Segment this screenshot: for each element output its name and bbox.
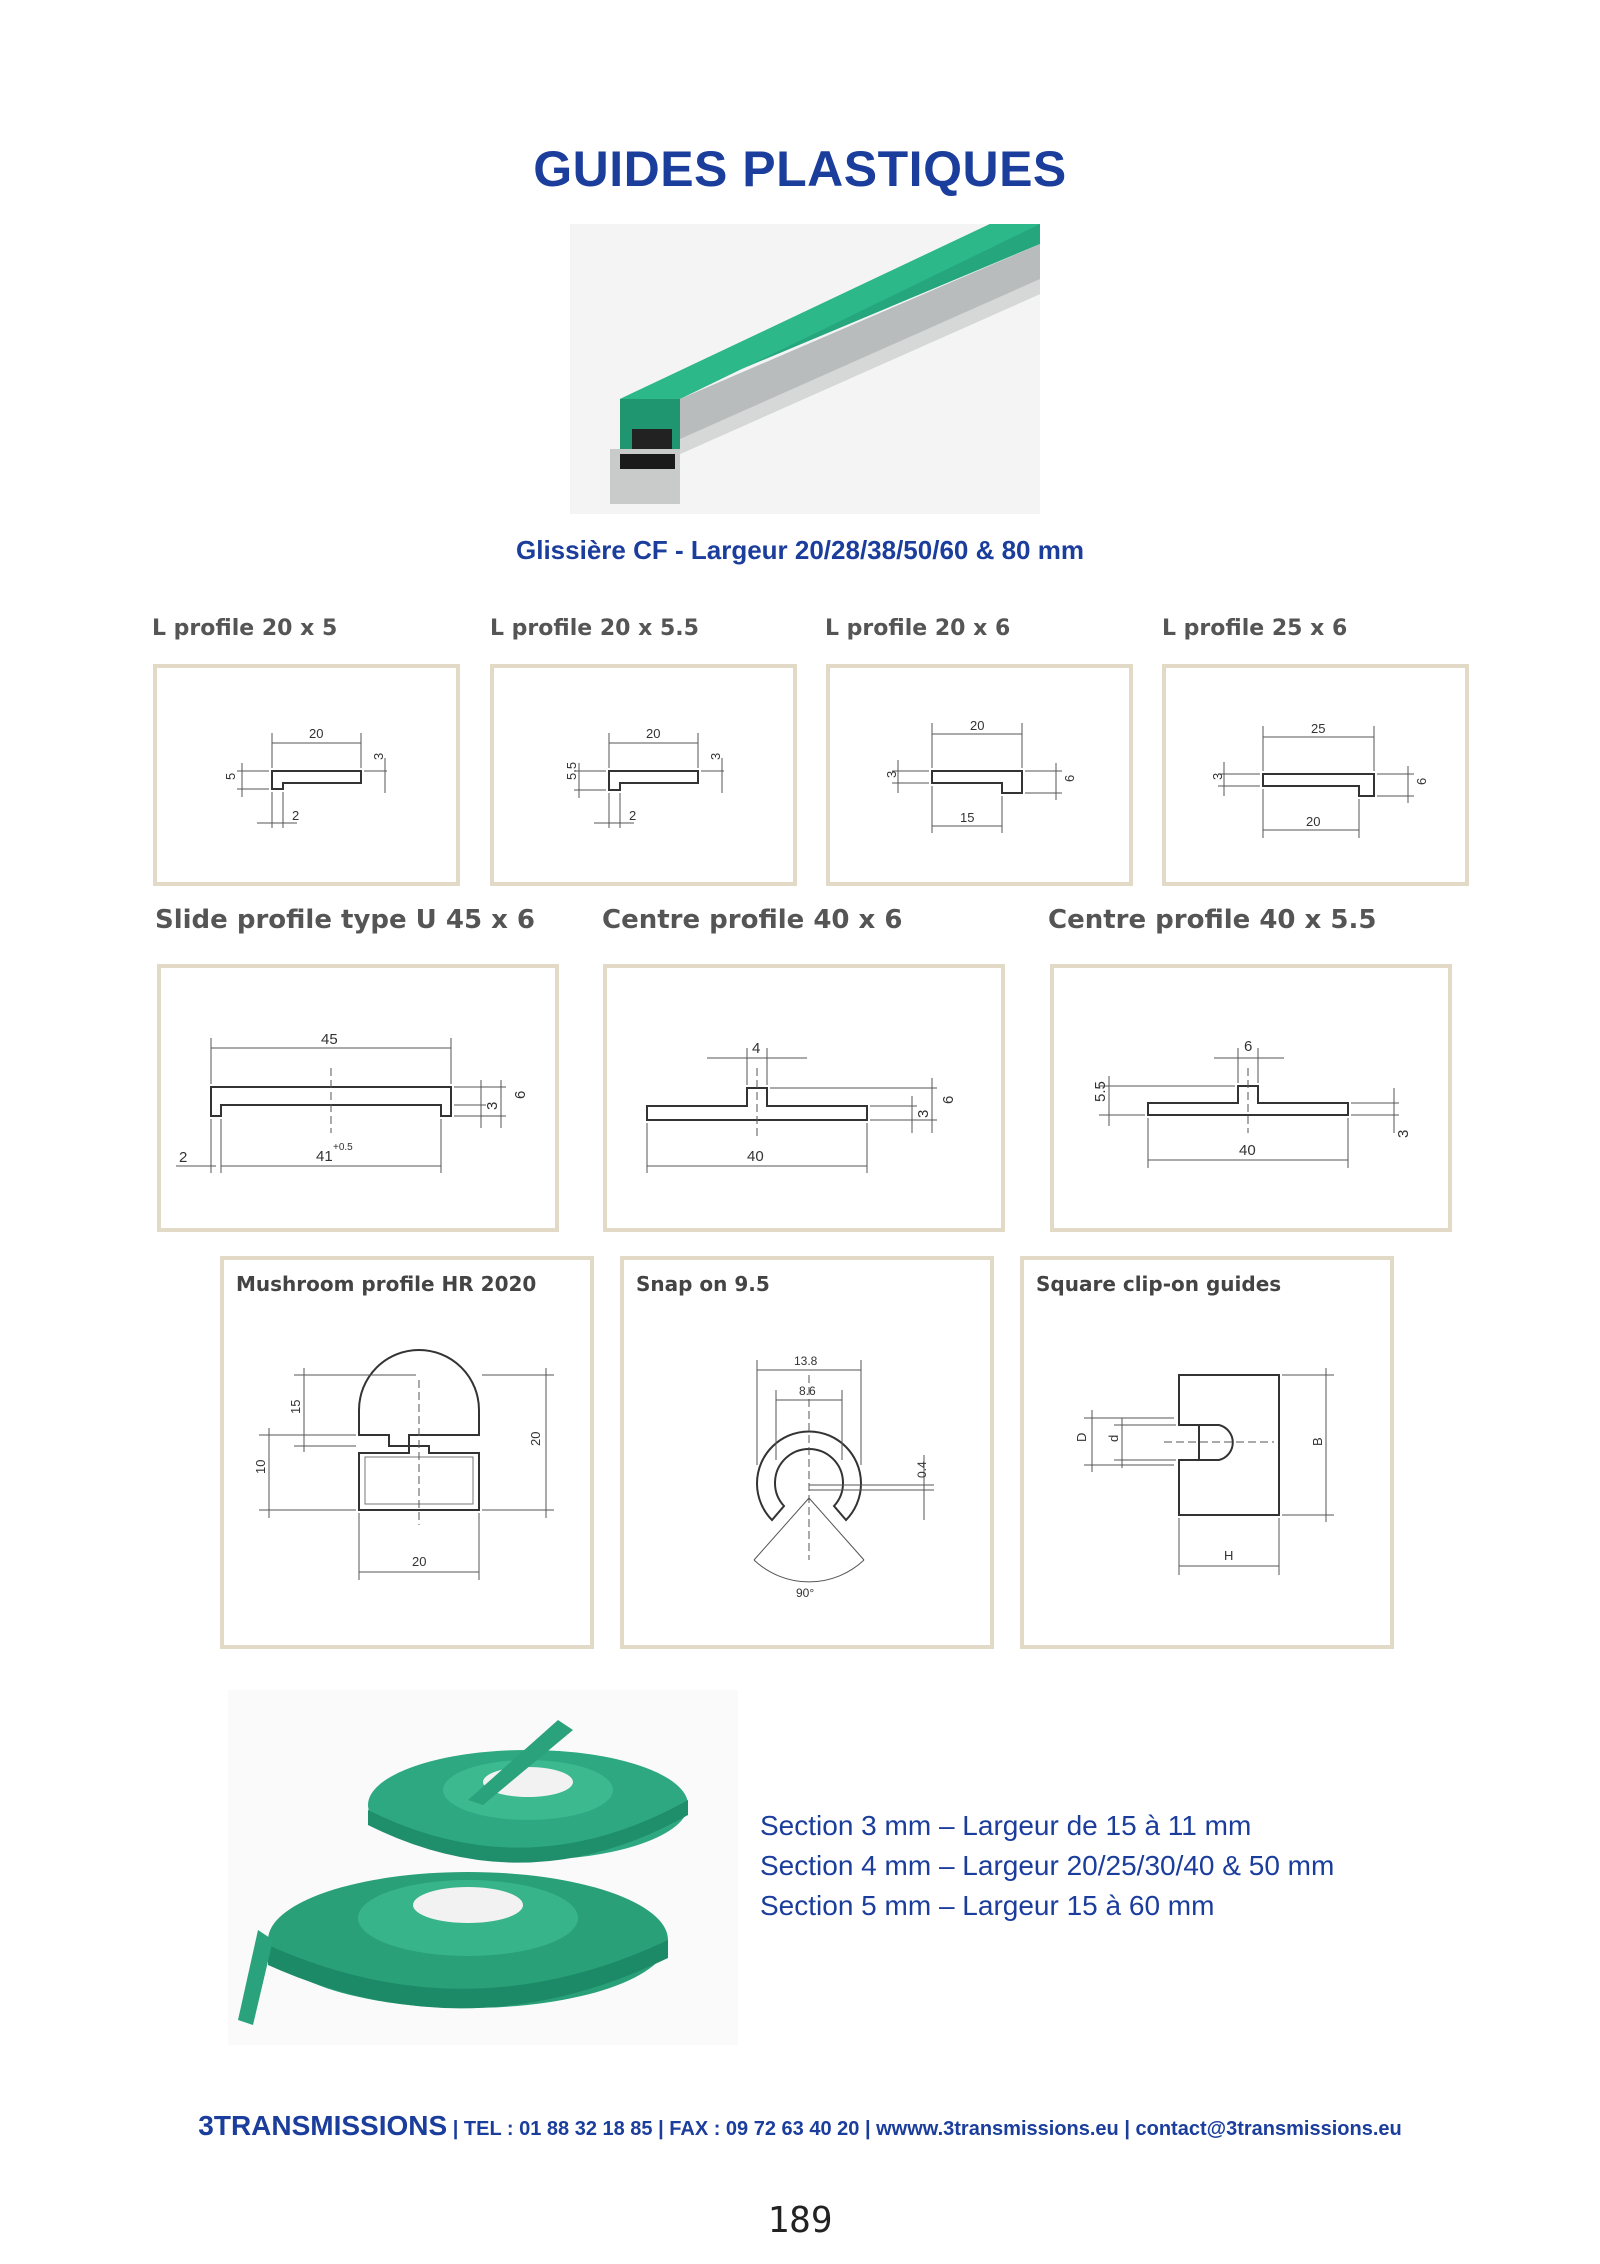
dim-text: 3: [1395, 1130, 1412, 1138]
dim-text: H: [1224, 1548, 1233, 1563]
dim-text: 10: [253, 1460, 268, 1474]
label-l-profile-20x5: L profile 20 x 5: [152, 616, 338, 641]
page-number: 189: [767, 2200, 833, 2241]
dim-text: 8.6: [799, 1384, 816, 1398]
dim-text: 2: [179, 1149, 187, 1166]
dim-text: 6: [1244, 1038, 1252, 1055]
dim-text: 3: [884, 771, 899, 778]
dim-text: 2: [292, 808, 299, 823]
dim-text: 5: [223, 773, 238, 780]
label-centre-profile-40x6: Centre profile 40 x 6: [602, 905, 903, 935]
dim-text: B: [1310, 1437, 1325, 1446]
page-title: GUIDES PLASTIQUES: [533, 141, 1067, 197]
footer-contact: | TEL : 01 88 32 18 85 | FAX : 09 72 63 …: [447, 2118, 1402, 2140]
dim-text: 2: [629, 808, 636, 823]
dim-text: 3: [1210, 773, 1225, 780]
label-mushroom-profile: Mushroom profile HR 2020: [236, 1272, 537, 1296]
diagram-l-profile-20x6: 20 3 6 15: [826, 664, 1133, 886]
dim-text: 4: [752, 1040, 760, 1057]
dim-text: 13.8: [794, 1354, 818, 1368]
dim-text: 90°: [796, 1586, 814, 1600]
spec-line-2: Section 4 mm – Largeur 20/25/30/40 & 50 …: [760, 1850, 1335, 1881]
dim-text: 20: [528, 1432, 543, 1446]
dim-text: 20: [970, 718, 984, 733]
dim-text: 45: [321, 1031, 338, 1048]
dim-text: 3: [371, 753, 386, 760]
dim-text: 5.5: [564, 762, 579, 780]
dim-text: 3: [915, 1110, 932, 1118]
dim-text: 20: [1306, 814, 1320, 829]
diagram-slide-profile-u: 45 3 6 2 41 +0.5: [157, 964, 559, 1232]
footer-brand: 3TRANSMISSIONS: [198, 2110, 448, 2141]
label-l-profile-20x5-5: L profile 20 x 5.5: [490, 616, 699, 641]
label-square-clip-on: Square clip-on guides: [1036, 1272, 1282, 1296]
dim-text: 40: [747, 1148, 764, 1165]
diagram-l-profile-20x5: 20 5 3 2: [153, 664, 460, 886]
dim-text: 6: [1062, 775, 1077, 782]
dim-text: 6: [940, 1096, 957, 1104]
dim-text: 41: [316, 1148, 333, 1165]
diagram-centre-profile-40x5-5: 6 5.5 3 40: [1050, 964, 1452, 1232]
dim-text: 20: [412, 1554, 426, 1569]
guide-rail-photo: [570, 224, 1040, 514]
label-l-profile-20x6: L profile 20 x 6: [825, 616, 1011, 641]
spec-line-1: Section 3 mm – Largeur de 15 à 11 mm: [760, 1810, 1252, 1841]
dim-text: 6: [512, 1091, 529, 1099]
dim-text: 5.5: [1092, 1081, 1109, 1102]
label-l-profile-25x6: L profile 25 x 6: [1162, 616, 1348, 641]
diagram-mushroom-profile: Mushroom profile HR 2020 15 10 20 20: [220, 1256, 594, 1649]
spec-line-3: Section 5 mm – Largeur 15 à 60 mm: [760, 1890, 1215, 1921]
dim-text: 40: [1239, 1142, 1256, 1159]
dim-text: 6: [1414, 778, 1429, 785]
dim-text: D: [1074, 1433, 1089, 1442]
label-centre-profile-40x5-5: Centre profile 40 x 5.5: [1048, 905, 1377, 935]
product-subtitle: Glissière CF - Largeur 20/28/38/50/60 & …: [516, 535, 1084, 565]
label-snap-on: Snap on 9.5: [636, 1272, 770, 1296]
label-slide-profile-u: Slide profile type U 45 x 6: [155, 905, 535, 935]
dim-text: d: [1106, 1435, 1121, 1442]
guide-coil-photo: [228, 1690, 738, 2045]
footer: 3TRANSMISSIONS | TEL : 01 88 32 18 85 | …: [0, 2110, 1600, 2142]
dim-text: 15: [960, 810, 974, 825]
diagram-square-clip-on: Square clip-on guides D d B H: [1020, 1256, 1394, 1649]
dim-text: 3: [484, 1102, 501, 1110]
diagram-l-profile-25x6: 25 3 6 20: [1162, 664, 1469, 886]
dim-text: 0.4: [915, 1461, 929, 1478]
diagram-snap-on: Snap on 9.5 13.8 8.6 0.4 90°: [620, 1256, 994, 1649]
diagram-l-profile-20x5-5: 20 5.5 3 2: [490, 664, 797, 886]
dim-text: 20: [646, 726, 660, 741]
diagram-centre-profile-40x6: 4 3 6 40: [603, 964, 1005, 1232]
dim-text: 20: [309, 726, 323, 741]
dim-text: 25: [1311, 721, 1325, 736]
dim-text: 3: [708, 753, 723, 760]
dim-text: +0.5: [333, 1142, 353, 1153]
dim-text: 15: [288, 1400, 303, 1414]
